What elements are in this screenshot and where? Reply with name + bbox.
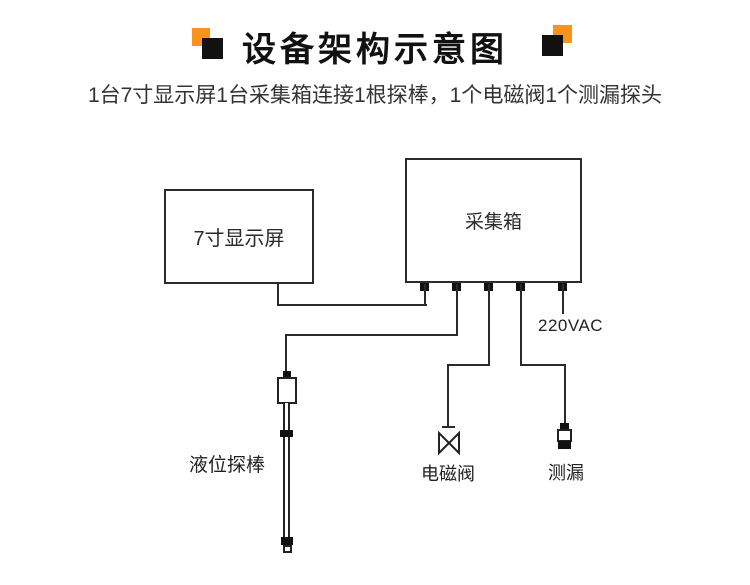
wire-port2-down bbox=[456, 284, 458, 336]
leak-label: 测漏 bbox=[548, 463, 584, 483]
display-box-label: 7寸显示屏 bbox=[193, 228, 285, 250]
probe-band-upper bbox=[280, 430, 293, 437]
probe-top-nub bbox=[283, 371, 291, 378]
black-square-icon bbox=[542, 35, 563, 56]
display-box: 7寸显示屏 bbox=[164, 189, 314, 284]
wire-display-horizontal bbox=[277, 304, 427, 306]
probe-tip bbox=[283, 545, 292, 553]
valve-stem-tick bbox=[442, 426, 455, 428]
subtitle: 1台7寸显示屏1台采集箱连接1根探棒，1个电磁阀1个测漏探头 bbox=[87, 84, 663, 107]
page-title: 设备架构示意图 bbox=[242, 31, 508, 69]
wire-leak-down bbox=[564, 364, 566, 425]
wire-port1-down bbox=[424, 284, 426, 306]
collector-box: 采集箱 bbox=[405, 158, 582, 283]
wire-port3-down bbox=[488, 284, 490, 366]
black-square-icon bbox=[202, 38, 223, 59]
wire-port4-down bbox=[520, 284, 522, 366]
probe-head bbox=[277, 377, 297, 404]
power-label: 220VAC bbox=[538, 316, 604, 335]
wire-display-down bbox=[277, 284, 279, 306]
probe-label: 液位探棒 bbox=[189, 455, 266, 476]
wire-probe-horizontal bbox=[285, 334, 458, 336]
leak-sensor-base bbox=[558, 441, 571, 449]
probe-rod bbox=[283, 403, 290, 538]
valve-bowtie bbox=[438, 431, 460, 455]
wire-valve-down bbox=[447, 364, 449, 428]
wire-power-down bbox=[562, 284, 564, 314]
wire-valve-horizontal bbox=[447, 364, 490, 366]
valve-label: 电磁阀 bbox=[421, 464, 475, 484]
wire-probe-down bbox=[285, 334, 287, 373]
wire-leak-horizontal bbox=[520, 364, 566, 366]
leak-sensor-nub bbox=[560, 423, 569, 430]
probe-band-lower bbox=[281, 537, 293, 545]
collector-box-label: 采集箱 bbox=[464, 212, 522, 233]
